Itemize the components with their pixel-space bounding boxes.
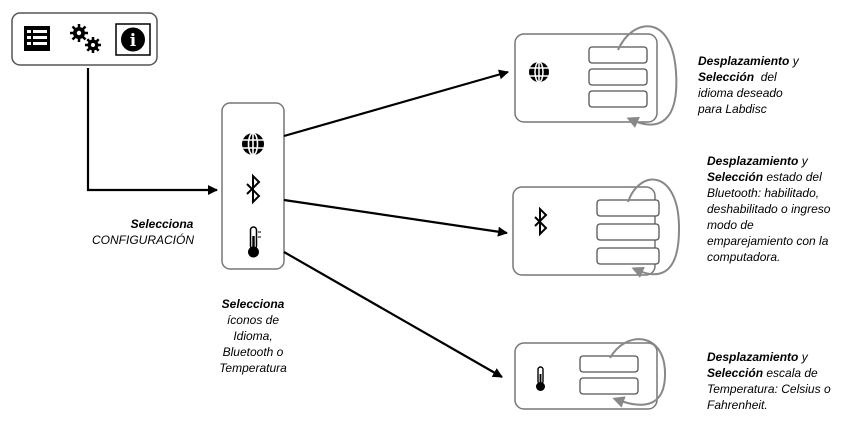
bluetooth-desc-bold2: Selección [707,170,764,184]
bluetooth-option-2 [596,223,660,241]
bluetooth-desc-line3: Bluetooth: habilitado, [707,186,820,200]
arrow-to-bluetooth [283,198,508,237]
bluetooth-desc-line7: computadora. [707,250,781,264]
temperature-desc-bold1: Desplazamiento [707,350,799,364]
bluetooth-desc-text1: y [798,154,808,168]
info-icon: i [115,23,151,56]
bluetooth-desc-line5: modo de [707,218,754,232]
select-config-label: Selecciona CONFIGURACIÓN [92,216,232,248]
language-option-3 [588,90,648,108]
language-desc-line3: idioma deseado [698,86,783,100]
menu-list-icon [24,26,50,51]
bluetooth-option-3 [596,247,660,265]
language-desc-bold1: Desplazamiento [698,54,790,68]
bluetooth-icon [246,173,261,205]
language-desc-bold2: Selección [698,70,755,84]
language-globe-icon [529,61,549,83]
temperature-desc-text2: escala de [763,366,818,380]
temperature-desc-text1: y [798,350,808,364]
select-icons-line3: Bluetooth o [222,345,284,359]
globe-icon [242,132,264,156]
bluetooth-desc-line6: emparejamiento con la [707,234,829,248]
select-icons-line1: íconos de [226,313,280,327]
temperature-desc-line3: Temperatura: Celsius o [707,382,831,396]
temperature-desc-line4: Fahrenheit. [707,398,768,412]
temperature-option-1 [579,355,639,373]
select-config-text: CONFIGURACIÓN [92,233,194,247]
temperature-screen [514,338,667,410]
language-desc-text1: y [789,54,799,68]
temperature-description: Desplazamiento y Selección escala de Tem… [707,349,863,413]
arrow-to-language [283,69,509,138]
bluetooth-screen-icon [534,206,548,237]
bluetooth-screen [512,178,681,278]
bluetooth-description: Desplazamiento y Selección estado del Bl… [707,153,863,265]
menu-to-options-connector [86,68,218,195]
bluetooth-option-1 [596,199,660,217]
bluetooth-scroll-arrow [627,178,681,278]
temperature-scroll-arrow [609,338,667,408]
language-option-2 [588,68,648,86]
temperature-screen-icon [536,366,545,391]
bluetooth-desc-bold1: Desplazamiento [707,154,799,168]
language-description: Desplazamiento y Selección del idioma de… [698,53,858,117]
select-icons-line2: Idioma, [233,329,273,343]
temperature-option-2 [579,377,639,395]
settings-gears-icon [70,24,101,53]
language-option-1 [588,46,648,64]
language-desc-line4: para Labdisc [698,102,767,116]
select-icons-line4: Temperatura [219,361,287,375]
select-config-bold: Selecciona [130,217,194,231]
language-desc-text2: del [754,70,777,84]
select-icons-label: Selecciona íconos de Idioma, Bluetooth o… [197,296,309,376]
temperature-desc-bold2: Selección [707,366,764,380]
info-glyph: i [130,31,137,51]
language-screen [514,25,678,128]
language-scroll-arrow [617,25,678,128]
arrow-to-temperature [283,251,503,378]
thermometer-icon [248,226,261,258]
bluetooth-desc-text2: estado del [763,170,822,184]
select-icons-bold: Selecciona [221,297,285,311]
bluetooth-desc-line4: deshabilitado o ingreso [707,202,831,216]
